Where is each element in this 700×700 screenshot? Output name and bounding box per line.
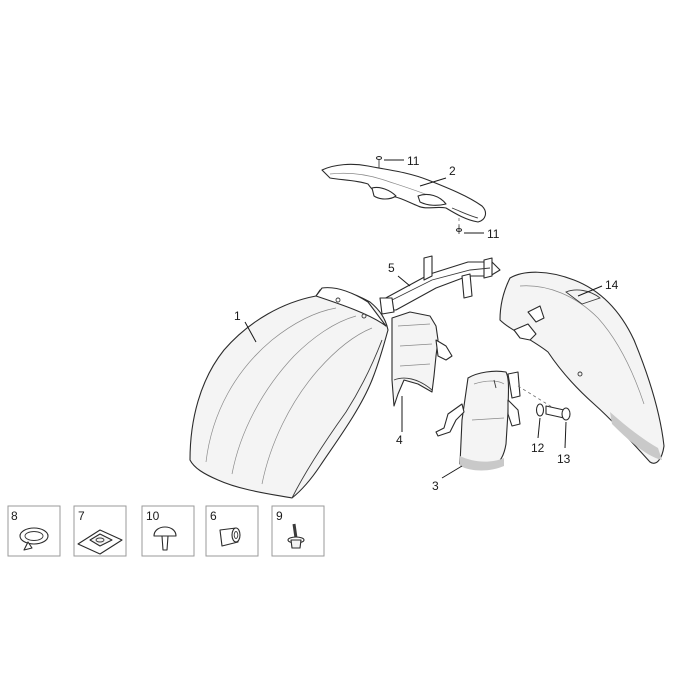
clip-nut-icon — [77, 529, 123, 555]
part-14-side-panel — [499, 271, 665, 464]
flange-screw-icon — [287, 523, 305, 549]
callout-1: 1 — [234, 309, 241, 323]
hardware-label-6: 6 — [210, 509, 217, 523]
hardware-label-7: 7 — [78, 509, 85, 523]
grommet-icon — [219, 527, 241, 547]
hardware-label-9: 9 — [276, 509, 283, 523]
hardware-box-9: 9 — [271, 505, 325, 557]
callout-12: 12 — [531, 441, 545, 455]
part-12-washer — [535, 403, 545, 417]
part-2-upper-cover — [321, 163, 487, 223]
part-13-bolt — [545, 405, 571, 421]
part-1-front-fender — [189, 287, 389, 499]
callout-11-upper: 11 — [407, 154, 420, 168]
leader-lines — [244, 177, 603, 479]
hardware-label-10: 10 — [146, 509, 160, 523]
hardware-box-8: 8 — [7, 505, 61, 557]
hardware-label-8: 8 — [11, 509, 18, 523]
screw-11-upper — [375, 155, 404, 168]
screw-11-lower — [455, 225, 484, 234]
callout-4: 4 — [396, 433, 403, 447]
spring-clip-icon — [19, 527, 49, 551]
callout-14: 14 — [605, 278, 619, 292]
part-5-mounting-bracket — [379, 255, 501, 315]
callout-13: 13 — [557, 452, 571, 466]
callout-labels: 1 2 3 4 5 11 11 12 13 14 — [234, 154, 619, 493]
hardware-box-6: 6 — [205, 505, 259, 557]
callout-11-lower: 11 — [487, 227, 500, 241]
hardware-box-10: 10 — [141, 505, 195, 557]
callout-5: 5 — [388, 261, 395, 275]
hardware-box-7: 7 — [73, 505, 127, 557]
push-rivet-icon — [153, 526, 177, 551]
callout-2: 2 — [449, 164, 456, 178]
part-4-inner-panel — [391, 311, 453, 407]
callout-3: 3 — [432, 479, 439, 493]
part-3-fork-guard — [435, 370, 521, 471]
